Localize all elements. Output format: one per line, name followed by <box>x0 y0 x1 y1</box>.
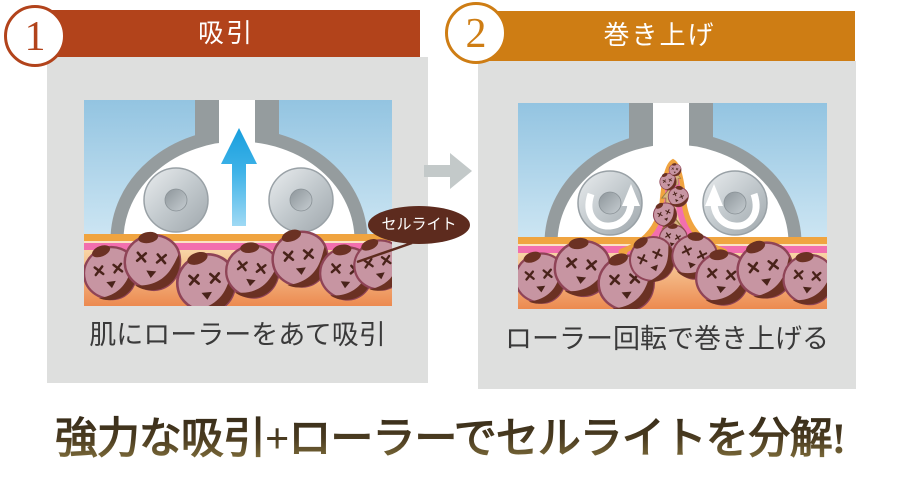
step-1-badge: 1 <box>4 5 66 67</box>
rollup-illustration <box>518 103 827 309</box>
roller-icon <box>143 167 209 233</box>
roller-icon <box>268 167 334 233</box>
rotation-arrow-icon <box>585 184 640 230</box>
step-2-number: 2 <box>465 11 487 57</box>
headline: 強力な吸引+ローラーでセルライトを分解! <box>0 404 900 466</box>
step-2-badge: 2 <box>445 2 507 64</box>
rotation-arrow-icon <box>705 184 760 230</box>
panel-rollup-caption: ローラー回転で巻き上げる <box>505 324 829 354</box>
up-arrow-icon <box>221 128 257 226</box>
cellulite-label-text: セルライト <box>381 216 457 233</box>
cellulite-label-bubble: セルライト <box>368 206 470 244</box>
panel-suction-header-label: 吸引 <box>197 19 254 48</box>
step-1-number: 1 <box>24 14 46 60</box>
panel-rollup-header-label: 巻き上げ <box>603 21 716 50</box>
panel-suction-caption: 肌にローラーをあて吸引 <box>89 320 386 350</box>
panel-rollup-header: 巻き上げ <box>464 11 855 61</box>
panel-suction-header: 吸引 <box>32 10 420 57</box>
right-arrow-icon <box>424 146 472 196</box>
suction-illustration <box>84 100 392 306</box>
